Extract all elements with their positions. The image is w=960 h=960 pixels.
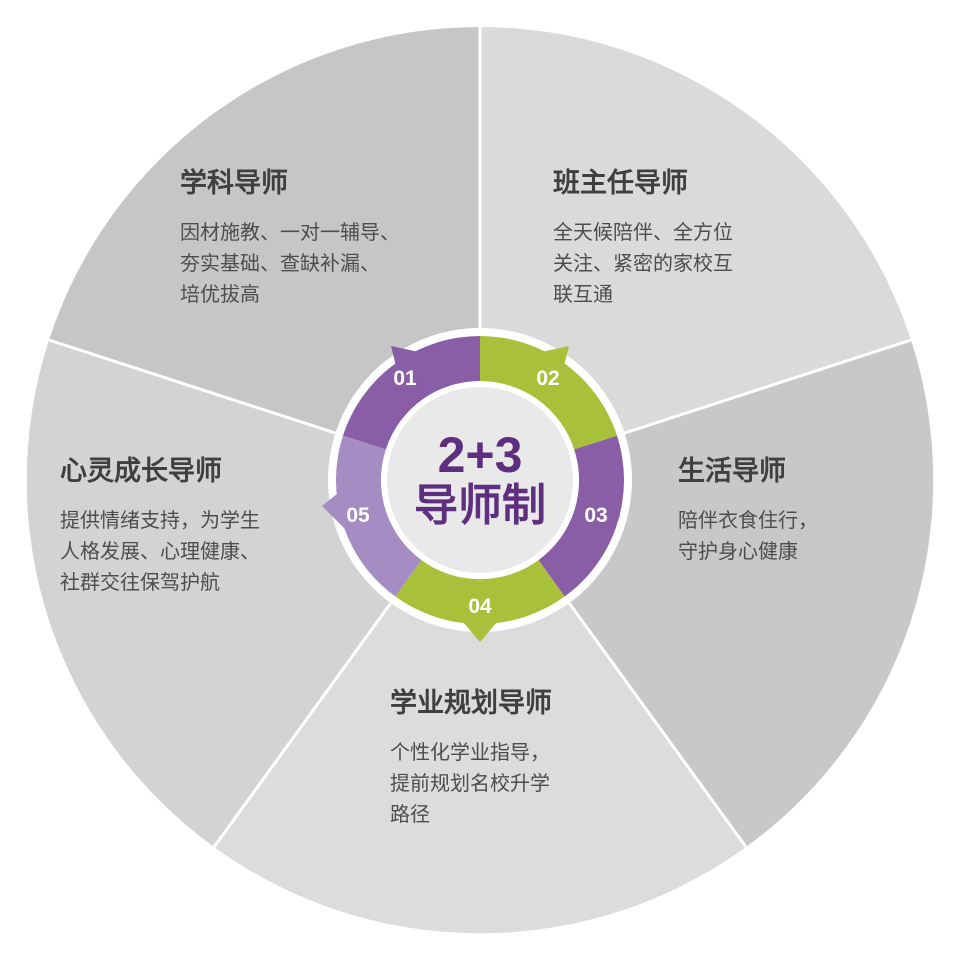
- sector-text-02: 班主任导师 全天候陪伴、全方位 关注、紧密的家校互 联互通: [553, 166, 733, 311]
- sector-title-04: 学业规划导师: [390, 688, 552, 718]
- sector-study-planning-mentor: [214, 480, 746, 934]
- sector-desc-line: 路径: [390, 804, 430, 826]
- center-circle: [387, 387, 573, 573]
- sector-desc-line: 夯实基础、查缺补漏、: [180, 253, 380, 275]
- ring-number-01: 01: [393, 367, 417, 390]
- ring-number-05: 05: [346, 504, 370, 527]
- sector-desc-line: 全天候陪伴、全方位: [553, 222, 733, 244]
- sector-desc-line: 守护身心健康: [678, 541, 798, 563]
- ring-number-04: 04: [468, 595, 492, 618]
- arrow-tip-01: [391, 346, 437, 398]
- sector-homeroom-mentor: [480, 26, 911, 480]
- sector-subject-mentor: [49, 26, 480, 480]
- sector-desc-line: 陪伴衣食住行，: [678, 510, 818, 532]
- ring-segment-01: [342, 336, 480, 450]
- sector-title-03: 生活导师: [678, 456, 786, 486]
- arrow-tip-04: [458, 616, 502, 642]
- sector-desc-line: 因材施教、一对一辅导、: [180, 222, 400, 244]
- sector-title-01: 学科导师: [180, 168, 288, 198]
- ring-number-02: 02: [536, 367, 559, 390]
- sector-desc-05: 提供情绪支持，为学生 人格发展、心理健康、 社群交往保驾护航: [60, 506, 260, 599]
- center-subtitle: 导师制: [414, 481, 546, 530]
- ring-segment-02: [480, 335, 618, 450]
- arrow-tip-05: [322, 482, 352, 534]
- ring-segment-05: [335, 435, 422, 597]
- sector-title-05: 心灵成长导师: [60, 456, 222, 486]
- sector-desc-line: 提供情绪支持，为学生: [60, 510, 260, 532]
- sector-desc-line: 关注、紧密的家校互: [553, 253, 733, 275]
- sector-desc-line: 社群交往保驾护航: [60, 572, 220, 594]
- sector-desc-line: 提前规划名校升学: [390, 773, 550, 795]
- sector-text-03: 生活导师 陪伴衣食住行， 守护身心健康: [678, 454, 818, 568]
- arrow-tip-03: [604, 490, 620, 544]
- sector-desc-02: 全天候陪伴、全方位 关注、紧密的家校互 联互通: [553, 218, 733, 311]
- center-title: 2+3: [438, 427, 523, 483]
- ring-segment-04: [395, 560, 565, 625]
- arrow-tip-02: [523, 346, 569, 398]
- sector-desc-line: 人格发展、心理健康、: [60, 541, 260, 563]
- sector-desc-03: 陪伴衣食住行， 守护身心健康: [678, 506, 818, 568]
- sector-desc-04: 个性化学业指导， 提前规划名校升学 路径: [390, 738, 552, 831]
- sector-desc-line: 个性化学业指导，: [390, 742, 550, 764]
- sector-text-05: 心灵成长导师 提供情绪支持，为学生 人格发展、心理健康、 社群交往保驾护航: [60, 454, 260, 599]
- sector-desc-line: 培优拔高: [180, 284, 260, 306]
- ring-number-03: 03: [584, 504, 607, 527]
- ring-segment-03: [538, 435, 625, 597]
- sector-desc-01: 因材施教、一对一辅导、 夯实基础、查缺补漏、 培优拔高: [180, 218, 400, 311]
- sector-text-04: 学业规划导师 个性化学业指导， 提前规划名校升学 路径: [390, 686, 552, 831]
- sector-title-02: 班主任导师: [553, 168, 688, 198]
- sector-text-01: 学科导师 因材施教、一对一辅导、 夯实基础、查缺补漏、 培优拔高: [180, 166, 400, 311]
- sector-desc-line: 联互通: [553, 284, 613, 306]
